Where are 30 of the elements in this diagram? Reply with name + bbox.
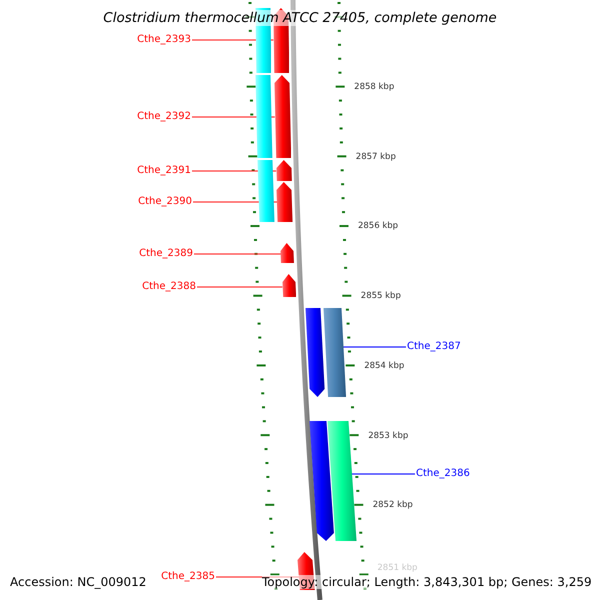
gene-label: Cthe_2388 (142, 281, 196, 293)
scale-label: 2857 kbp (356, 152, 396, 162)
gene-label: Cthe_2385 (161, 571, 215, 583)
gene-bar (322, 308, 346, 397)
gene-label: Cthe_2389 (139, 248, 193, 260)
leader-line (342, 346, 406, 348)
gene-bar (326, 421, 357, 541)
gene-label: Cthe_2387 (407, 341, 461, 353)
gene-label: Cthe_2392 (137, 111, 191, 123)
gene-block (304, 308, 325, 397)
scale-label: 2855 kbp (360, 291, 401, 301)
scale-label: 2858 kbp (354, 82, 394, 92)
footer-text: Topology: circular; Length: 3,843,301 bp; Genes: 3,259 (262, 575, 592, 589)
leader-line (196, 286, 283, 288)
scale-label: 2853 kbp (368, 431, 408, 441)
gene-label: Cthe_2386 (416, 468, 470, 480)
gene-bar (255, 75, 274, 158)
gene-block (282, 274, 296, 297)
gene-block (280, 243, 295, 263)
gene-block (274, 75, 292, 158)
gene-block (308, 421, 334, 541)
scale-label: 2856 kbp (358, 221, 398, 231)
gene-label: Cthe_2393 (137, 34, 191, 46)
diagram-title: Clostridium thermocellum ATCC 27405, complete genome (102, 10, 498, 26)
leader-line (216, 576, 300, 578)
scale-label: 2852 kbp (372, 500, 413, 510)
footer-text: Accession: NC_009012 (10, 575, 146, 589)
scale-label: 2854 kbp (364, 361, 404, 371)
gene-label: Cthe_2391 (137, 165, 191, 177)
gene-label: Cthe_2390 (138, 196, 192, 208)
